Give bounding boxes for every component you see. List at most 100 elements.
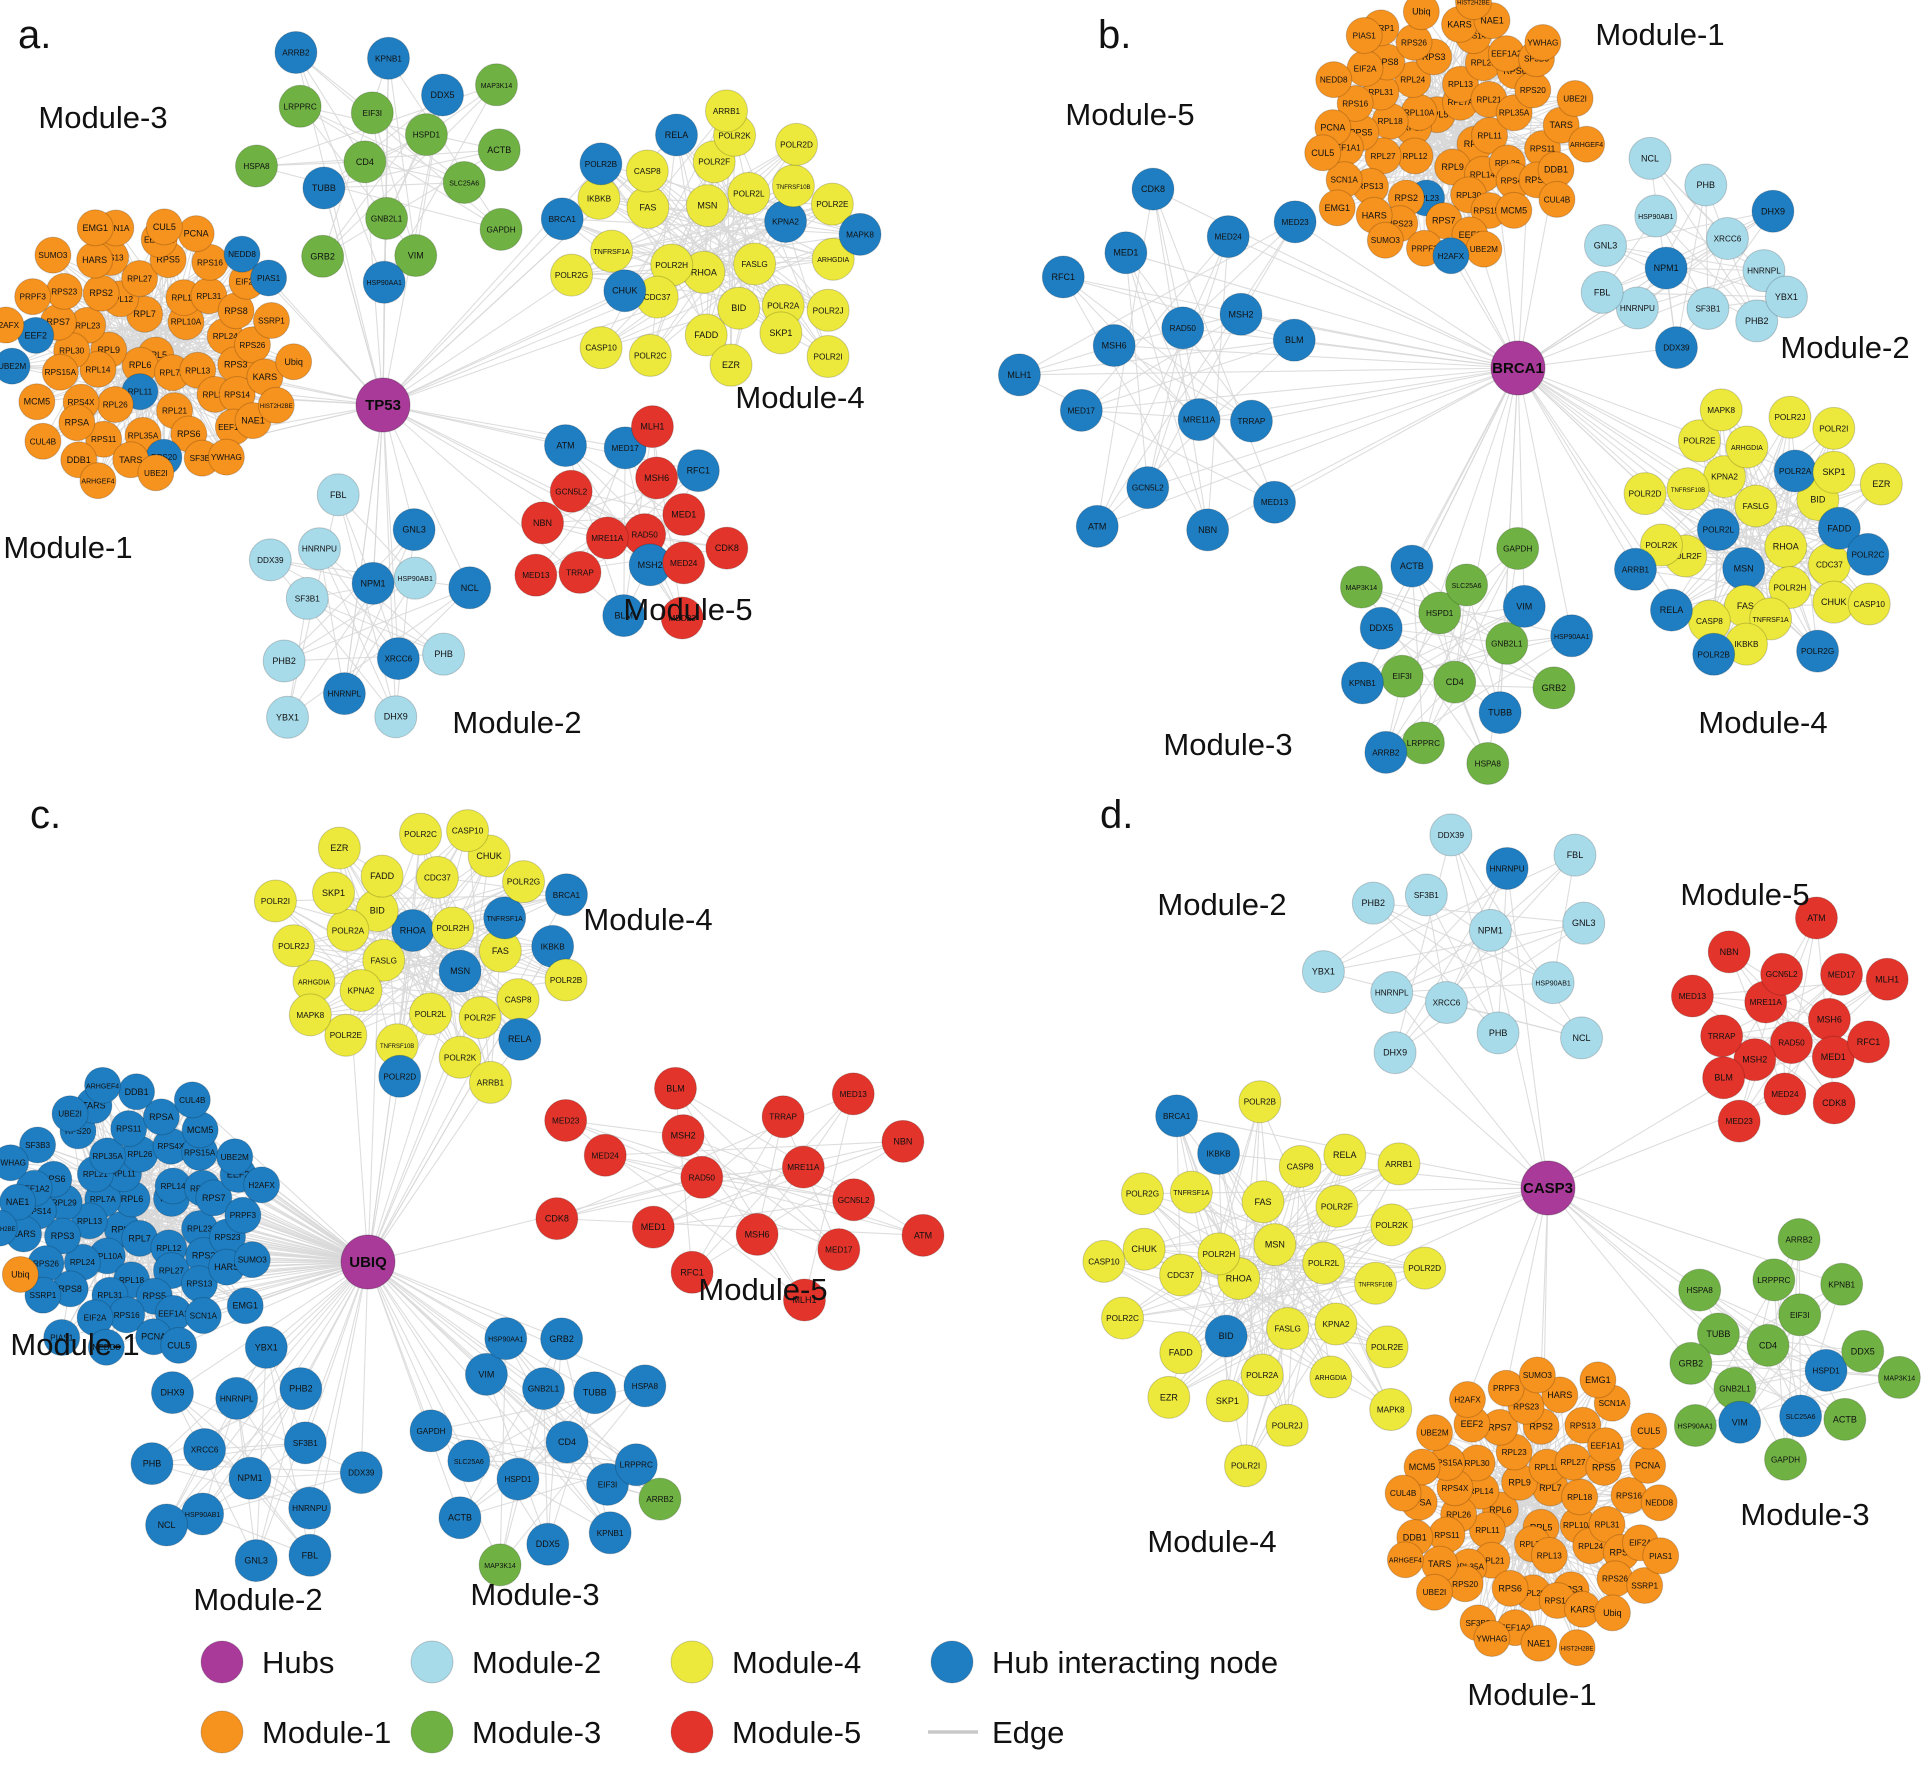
node-circle[interactable] <box>362 260 406 304</box>
node-POLR2A[interactable]: POLR2A <box>1240 1353 1284 1397</box>
node-circle[interactable] <box>1560 1016 1604 1060</box>
node-GCN5L2[interactable]: GCN5L2 <box>549 469 593 513</box>
node-RFC1[interactable]: RFC1 <box>1847 1020 1891 1064</box>
node-MED13[interactable]: MED13 <box>1253 480 1297 524</box>
node-MSN[interactable]: MSN <box>438 949 482 993</box>
node-circle[interactable] <box>1847 582 1891 626</box>
node-circle[interactable] <box>431 906 475 950</box>
node-MLH1[interactable]: MLH1 <box>1865 957 1909 1001</box>
node-circle[interactable] <box>1159 1253 1203 1297</box>
node-POLR2D[interactable]: POLR2D <box>1403 1246 1447 1290</box>
node-circle[interactable] <box>1642 1537 1680 1575</box>
node-PIAS1[interactable]: PIAS1 <box>43 1319 81 1357</box>
node-RPL7[interactable]: RPL7 <box>121 1219 159 1257</box>
node-DDX39[interactable]: DDX39 <box>339 1451 383 1495</box>
node-circle[interactable] <box>376 637 420 681</box>
node-EMG1[interactable]: EMG1 <box>76 209 114 247</box>
node-circle[interactable] <box>145 1503 189 1547</box>
node-SKP1[interactable]: SKP1 <box>1812 450 1856 494</box>
node-circle[interactable] <box>1760 952 1804 996</box>
node-circle[interactable] <box>1626 1567 1664 1605</box>
node-RPL13[interactable]: RPL13 <box>1441 65 1479 103</box>
node-circle[interactable] <box>43 1319 81 1357</box>
node-circle[interactable] <box>1518 1356 1556 1394</box>
node-circle[interactable] <box>1229 399 1273 443</box>
node-DHX9[interactable]: DHX9 <box>1373 1031 1417 1075</box>
node-circle[interactable] <box>1403 1246 1447 1290</box>
node-POLR2D[interactable]: POLR2D <box>775 122 819 166</box>
node-PRPF3[interactable]: PRPF3 <box>224 1196 262 1234</box>
node-circle[interactable] <box>483 896 527 940</box>
node-circle[interactable] <box>680 1155 724 1199</box>
node-circle[interactable] <box>1318 189 1356 227</box>
node-ARRB2[interactable]: ARRB2 <box>274 30 318 74</box>
node-UBE2I[interactable]: UBE2I <box>1556 80 1594 118</box>
hub-CASP3[interactable]: CASP3 <box>1520 1160 1576 1216</box>
node-circle[interactable] <box>1302 1241 1346 1285</box>
node-circle[interactable] <box>420 73 464 117</box>
node-POLR2C[interactable]: POLR2C <box>399 812 443 856</box>
node-circle[interactable] <box>676 449 720 493</box>
node-circle[interactable] <box>339 968 383 1012</box>
node-circle[interactable] <box>1424 981 1468 1025</box>
node-circle[interactable] <box>623 1364 667 1408</box>
node-POLR2L[interactable]: POLR2L <box>408 992 452 1036</box>
node-PHB[interactable]: PHB <box>1684 163 1728 207</box>
node-circle[interactable] <box>838 212 882 256</box>
node-circle[interactable] <box>51 1095 89 1133</box>
node-circle[interactable] <box>0 347 31 385</box>
node-SKP1[interactable]: SKP1 <box>312 871 356 915</box>
node-circle[interactable] <box>727 171 771 215</box>
node-POLR2H[interactable]: POLR2H <box>1768 566 1812 610</box>
node-circle[interactable] <box>343 140 387 184</box>
node-MSH6[interactable]: MSH6 <box>1092 324 1136 368</box>
node-circle[interactable] <box>660 596 704 640</box>
node-LRPPRC[interactable]: LRPPRC <box>1752 1258 1796 1302</box>
node-YBX1[interactable]: YBX1 <box>1764 275 1808 319</box>
node-CASP8[interactable]: CASP8 <box>496 978 540 1022</box>
hub-circle[interactable] <box>1520 1160 1576 1216</box>
node-Ubiq[interactable]: Ubiq <box>1 1255 39 1293</box>
node-RPS20[interactable]: RPS20 <box>1514 71 1552 109</box>
node-circle[interactable] <box>1104 231 1148 275</box>
node-YWHAG[interactable]: YWHAG <box>1473 1619 1511 1657</box>
node-circle[interactable] <box>1186 508 1230 552</box>
node-CDK8[interactable]: CDK8 <box>1131 167 1175 211</box>
node-circle[interactable] <box>339 1451 383 1495</box>
node-circle[interactable] <box>1550 614 1594 658</box>
node-H2AFX[interactable]: H2AFX <box>243 1166 281 1204</box>
node-CASP8[interactable]: CASP8 <box>625 149 669 193</box>
node-circle[interactable] <box>638 1477 682 1521</box>
node-circle[interactable] <box>275 343 313 381</box>
node-circle[interactable] <box>464 1352 508 1396</box>
node-H2AFX[interactable]: H2AFX <box>1432 237 1470 275</box>
node-circle[interactable] <box>1812 450 1856 494</box>
node-circle[interactable] <box>1502 584 1546 628</box>
node-BRCA1[interactable]: BRCA1 <box>544 873 588 917</box>
node-DDX5[interactable]: DDX5 <box>1359 606 1403 650</box>
node-HSP90AB1[interactable]: HSP90AB1 <box>1634 194 1678 238</box>
node-RPL27[interactable]: RPL27 <box>1554 1443 1592 1481</box>
node-RPL13[interactable]: RPL13 <box>1530 1536 1568 1574</box>
node-HIST2H2BE[interactable]: HIST2H2BE <box>1454 0 1492 21</box>
node-MSH2[interactable]: MSH2 <box>661 1114 705 1158</box>
node-circle[interactable] <box>759 311 803 355</box>
node-SUMO3[interactable]: SUMO3 <box>1366 221 1404 259</box>
node-XRCC6[interactable]: XRCC6 <box>376 637 420 681</box>
node-circle[interactable] <box>0 1144 30 1182</box>
node-NPM1[interactable]: NPM1 <box>228 1456 272 1500</box>
node-circle[interactable] <box>1593 1594 1631 1632</box>
node-circle[interactable] <box>252 302 290 340</box>
node-circle[interactable] <box>374 695 418 739</box>
node-CUL4B[interactable]: CUL4B <box>1538 180 1576 218</box>
node-BID[interactable]: BID <box>1204 1314 1248 1358</box>
node-circle[interactable] <box>1812 1081 1856 1125</box>
node-NPM1[interactable]: NPM1 <box>1644 246 1688 290</box>
node-circle[interactable] <box>733 242 777 286</box>
node-Ubiq[interactable]: Ubiq <box>1402 0 1440 31</box>
node-circle[interactable] <box>1159 1331 1203 1375</box>
node-PHB[interactable]: PHB <box>422 632 466 676</box>
node-SLC25A6[interactable]: SLC25A6 <box>447 1439 491 1483</box>
node-circle[interactable] <box>1487 1369 1525 1407</box>
node-circle[interactable] <box>34 236 72 274</box>
